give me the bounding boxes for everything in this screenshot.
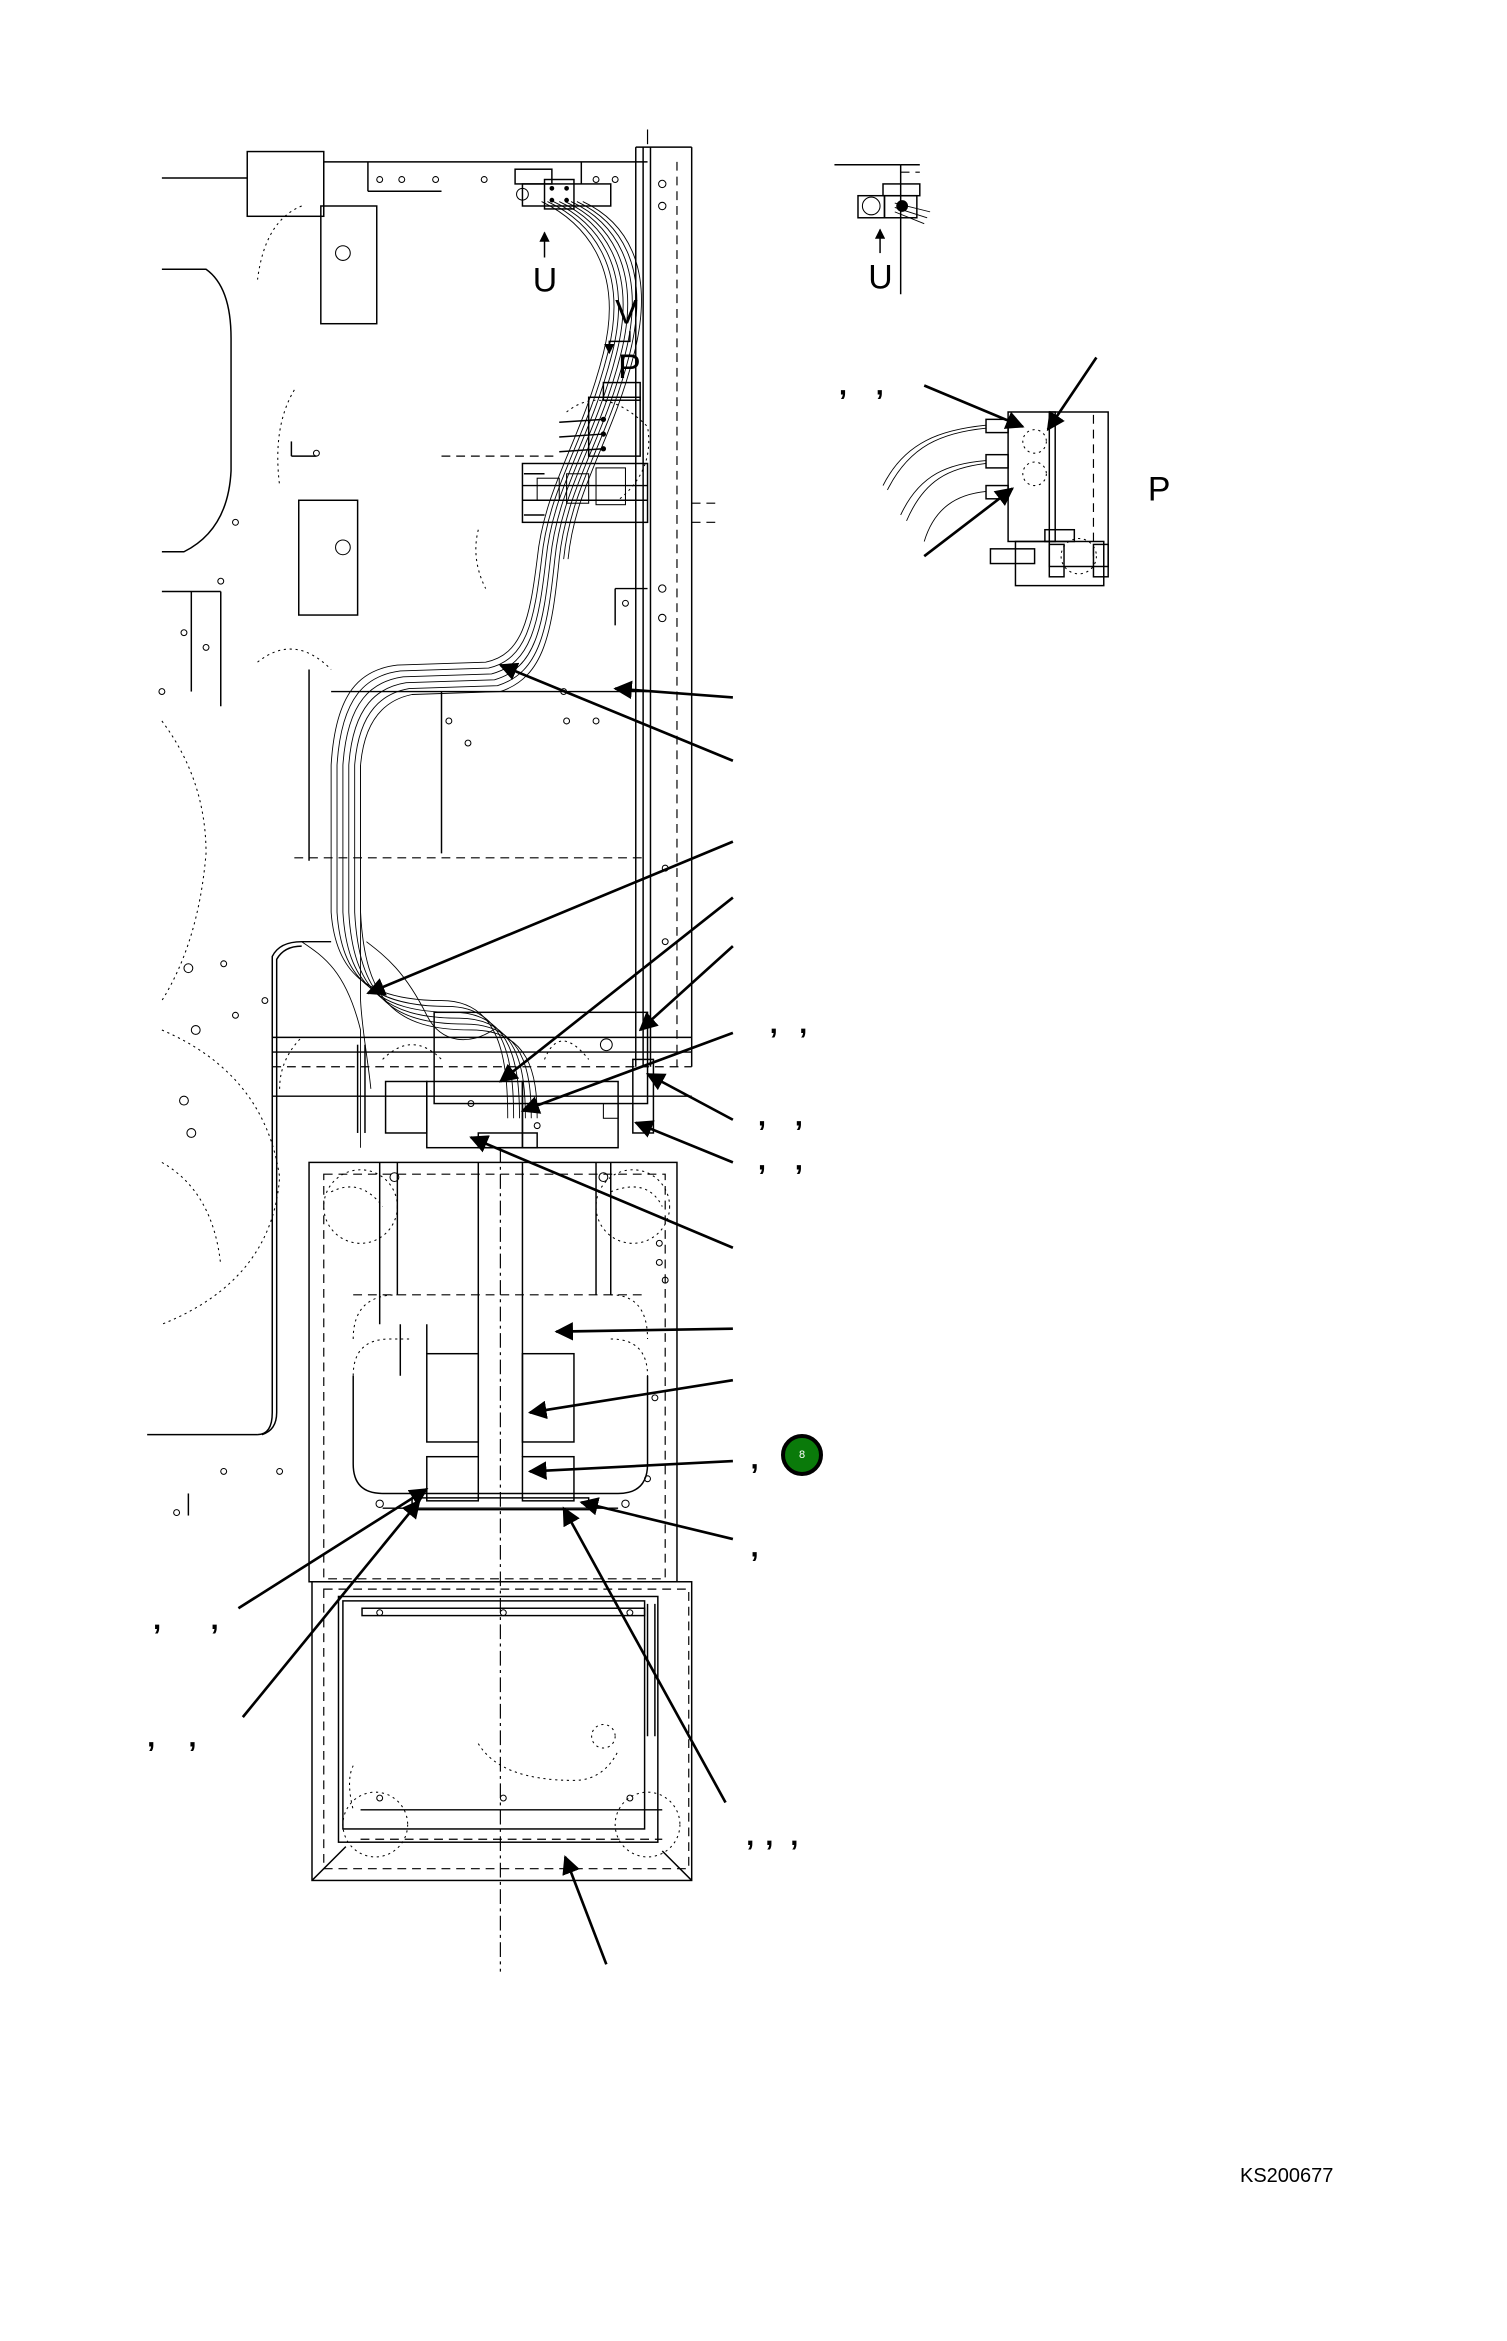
- right-frame-rail: [441, 129, 722, 1067]
- detail-view-p: [882, 411, 1109, 587]
- svg-text:,: ,: [876, 368, 884, 401]
- svg-text:,: ,: [795, 1144, 803, 1177]
- svg-text:,: ,: [746, 1819, 754, 1852]
- callout-badge-number: 8: [798, 1449, 806, 1461]
- svg-text:,: ,: [795, 1100, 803, 1133]
- svg-text:,: ,: [751, 1442, 759, 1475]
- svg-text:,: ,: [839, 368, 847, 401]
- detail-view-u: [834, 164, 931, 295]
- view-labels: U V P U P: [533, 228, 1171, 508]
- svg-text:,: ,: [765, 1819, 773, 1852]
- view-label-v: V: [615, 294, 638, 332]
- manifold-assembly: [521, 381, 650, 524]
- center-frame: [272, 1011, 692, 1149]
- view-label-u-detail: U: [868, 258, 892, 296]
- view-label-u-main: U: [533, 261, 557, 299]
- svg-text:,: ,: [188, 1721, 196, 1754]
- hose-bundle: [301, 201, 642, 1148]
- view-label-p-detail: P: [1148, 470, 1171, 508]
- base-frame: [311, 1581, 693, 1882]
- svg-text:,: ,: [210, 1603, 218, 1636]
- callout-separators: , , , , , , , , , , , , , , , , ,: [147, 368, 884, 1852]
- lower-housing: [308, 1147, 678, 1972]
- svg-text:,: ,: [790, 1819, 798, 1852]
- valve-block-top: [514, 161, 619, 210]
- svg-text:,: ,: [153, 1603, 161, 1636]
- svg-text:,: ,: [799, 1007, 807, 1040]
- svg-text:,: ,: [770, 1007, 778, 1040]
- svg-text:,: ,: [147, 1721, 155, 1754]
- callout-badge-8: 8: [781, 1434, 823, 1476]
- callout-leaders: [237, 356, 1098, 1965]
- svg-text:,: ,: [758, 1100, 766, 1133]
- svg-text:,: ,: [751, 1531, 759, 1564]
- figure-id: KS200677: [1240, 2165, 1334, 2187]
- chassis-outline: [147, 150, 648, 1517]
- view-label-p-main: P: [618, 348, 641, 386]
- svg-text:,: ,: [758, 1144, 766, 1177]
